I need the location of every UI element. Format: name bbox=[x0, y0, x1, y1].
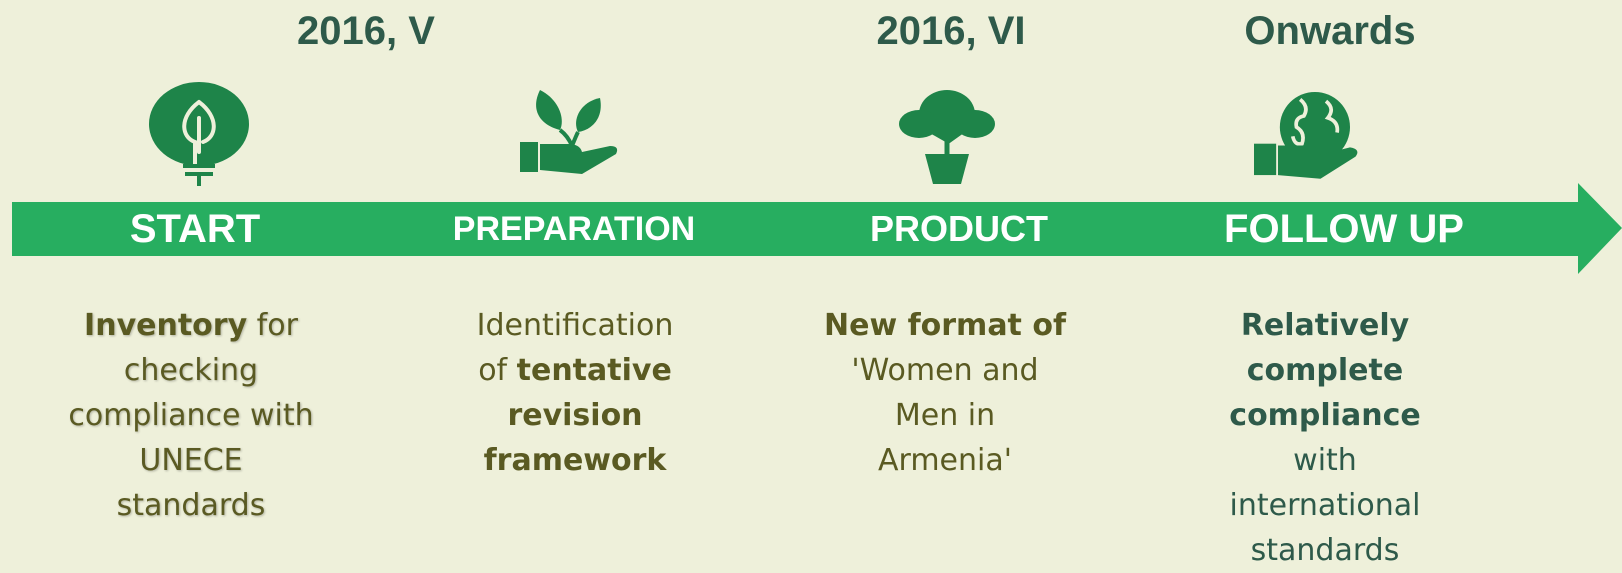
potted-tree-icon bbox=[899, 90, 995, 184]
hand-globe-icon bbox=[1254, 92, 1358, 179]
stage-preparation-label: PREPARATION bbox=[452, 210, 696, 248]
start-desc-line1: for bbox=[247, 308, 298, 343]
product-desc-line3: Men in bbox=[894, 398, 996, 433]
product-desc-bold: New format of bbox=[823, 308, 1067, 343]
start-desc-line5: standards bbox=[116, 488, 266, 523]
start-desc-line4: UNECE bbox=[139, 443, 243, 478]
follow-desc-line4: with bbox=[1293, 443, 1357, 478]
follow-desc-bold3: compliance bbox=[1229, 398, 1421, 433]
leaf-lightbulb-icon bbox=[149, 82, 249, 186]
follow-desc-line5: international bbox=[1229, 488, 1421, 523]
prep-desc-line4: framework bbox=[483, 443, 667, 478]
start-desc-line2: checking bbox=[123, 353, 259, 388]
follow-desc-line6: standards bbox=[1250, 533, 1400, 568]
prep-desc-line1: Identification bbox=[476, 308, 674, 343]
product-desc-line2: 'Women and bbox=[851, 353, 1039, 388]
hand-seedling-icon bbox=[520, 90, 618, 174]
date-follow-up: Onwards bbox=[1244, 9, 1416, 53]
follow-desc-bold1: Relatively bbox=[1240, 308, 1410, 343]
start-desc-line3: compliance with bbox=[68, 398, 314, 433]
preparation-description: Identification of tentative revision fra… bbox=[420, 303, 730, 483]
product-desc-line4: Armenia' bbox=[878, 443, 1012, 478]
date-product: 2016, VI bbox=[876, 9, 1026, 53]
stage-follow-up-label: FOLLOW UP bbox=[1224, 207, 1464, 251]
product-description: New format of 'Women and Men in Armenia' bbox=[790, 303, 1100, 483]
follow-desc-bold2: complete bbox=[1246, 353, 1404, 388]
start-desc-bold: Inventory bbox=[84, 308, 248, 343]
date-start: 2016, V bbox=[297, 9, 435, 53]
prep-desc-line2b: tentative bbox=[516, 353, 672, 388]
prep-desc-line2a: of bbox=[478, 353, 517, 388]
start-description: Inventory for checking compliance with U… bbox=[36, 303, 346, 528]
stage-start-label: START bbox=[129, 207, 261, 251]
stage-product-label: PRODUCT bbox=[870, 208, 1048, 249]
prep-desc-line3: revision bbox=[507, 398, 643, 433]
follow-up-description: Relatively complete compliance with inte… bbox=[1170, 303, 1480, 573]
timeline-arrow bbox=[12, 183, 1622, 274]
